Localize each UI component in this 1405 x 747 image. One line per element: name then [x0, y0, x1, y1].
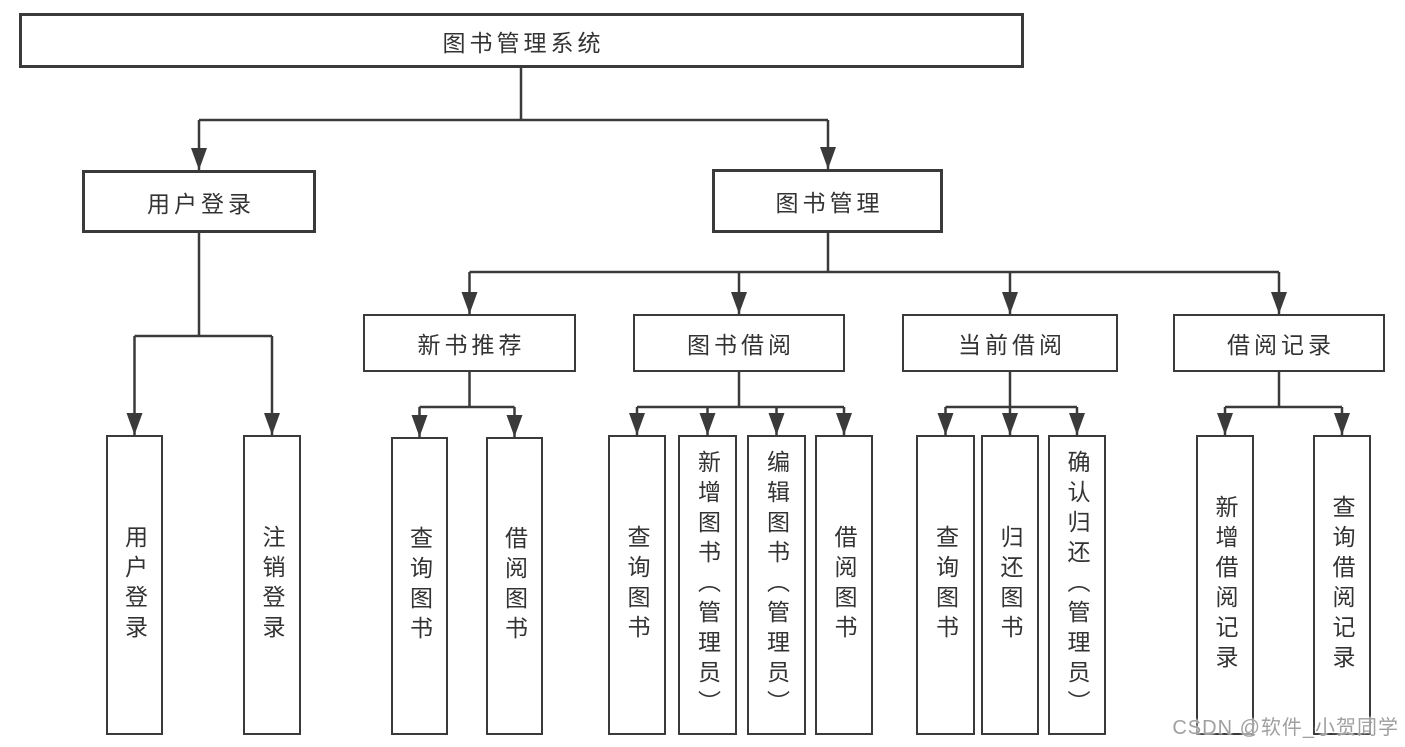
leaf-confirm-return-admin-label: 确认归还（管理员） — [1064, 450, 1090, 720]
node-root-label: 图书管理系统 — [442, 29, 605, 56]
leaf-query-books-recommend: 查询图书 — [391, 437, 448, 735]
leaf-add-borrow-record-label: 新增借阅记录 — [1212, 495, 1238, 675]
leaf-logout-label: 注销登录 — [259, 525, 285, 645]
node-new-book-recommend: 新书推荐 — [363, 314, 576, 372]
node-borrowing-records: 借阅记录 — [1173, 314, 1385, 372]
node-book-borrowing-label: 图书借阅 — [687, 332, 795, 358]
leaf-logout: 注销登录 — [243, 435, 301, 735]
node-new-book-recommend-label: 新书推荐 — [417, 332, 526, 358]
leaf-return-books-label: 归还图书 — [997, 525, 1023, 645]
node-borrowing-records-label: 借阅记录 — [1227, 332, 1335, 358]
leaf-query-borrow-record-label: 查询借阅记录 — [1329, 495, 1355, 675]
leaf-query-books-borrow: 查询图书 — [608, 435, 666, 735]
node-root-system: 图书管理系统 — [19, 13, 1024, 68]
leaf-user-login: 用户登录 — [106, 435, 163, 735]
node-current-borrowing: 当前借阅 — [902, 314, 1118, 372]
leaf-user-login-label: 用户登录 — [121, 525, 148, 645]
node-current-borrowing-label: 当前借阅 — [958, 332, 1066, 358]
leaf-confirm-return-admin: 确认归还（管理员） — [1048, 435, 1106, 735]
leaf-borrow-books-recommend: 借阅图书 — [486, 437, 543, 735]
leaf-add-books-admin-label: 新增图书（管理员） — [694, 450, 721, 720]
leaf-query-borrow-record: 查询借阅记录 — [1313, 435, 1371, 735]
leaf-add-books-admin: 新增图书（管理员） — [678, 435, 737, 735]
leaf-edit-books-admin-label: 编辑图书（管理员） — [763, 450, 790, 720]
leaf-borrow-books: 借阅图书 — [815, 435, 873, 735]
leaf-query-books-current: 查询图书 — [916, 435, 975, 735]
node-user-login-label: 用户登录 — [147, 190, 255, 217]
leaf-borrow-books-label: 借阅图书 — [831, 525, 857, 645]
node-book-management-branch: 图书管理 — [712, 169, 943, 233]
leaf-edit-books-admin: 编辑图书（管理员） — [747, 435, 806, 735]
leaf-query-books-recommend-label: 查询图书 — [406, 526, 433, 646]
leaf-query-books-current-label: 查询图书 — [932, 525, 959, 645]
leaf-borrow-books-recommend-label: 借阅图书 — [501, 526, 528, 646]
node-book-management-label: 图书管理 — [775, 190, 884, 216]
node-user-login-branch: 用户登录 — [82, 170, 316, 233]
csdn-watermark: CSDN @软件_小贺同学 — [1172, 717, 1399, 739]
connector-path — [133, 68, 1344, 437]
leaf-return-books: 归还图书 — [981, 435, 1039, 735]
leaf-query-books-borrow-label: 查询图书 — [624, 525, 650, 645]
leaf-add-borrow-record: 新增借阅记录 — [1196, 435, 1254, 735]
node-book-borrowing: 图书借阅 — [633, 314, 845, 372]
